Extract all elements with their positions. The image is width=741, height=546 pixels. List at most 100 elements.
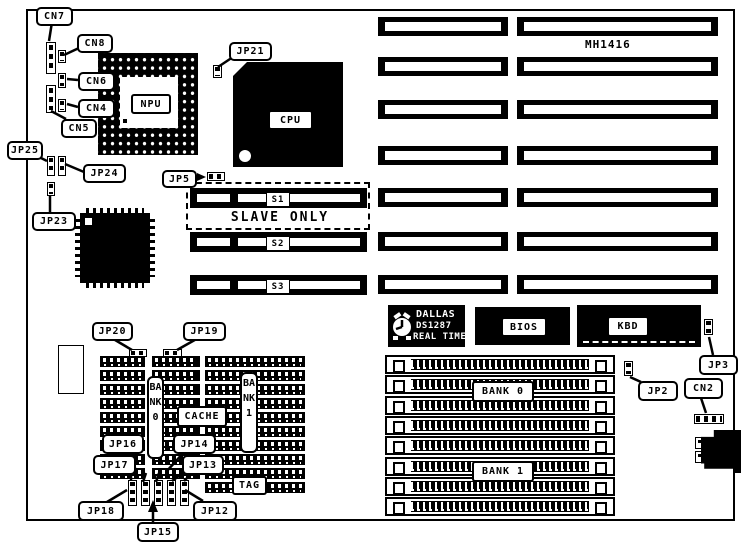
simm-slot xyxy=(385,436,615,455)
slot-s2-label: S2 xyxy=(266,236,290,251)
dip-chip xyxy=(152,468,200,479)
jumper-jp19 xyxy=(163,349,182,357)
dip-chip xyxy=(100,398,145,409)
label-jp16: JP16 xyxy=(102,434,144,454)
jumper-jp24 xyxy=(58,156,66,176)
jumper-jp17-target xyxy=(141,480,150,506)
dallas-clock-icon xyxy=(393,312,411,340)
expansion-slot xyxy=(517,232,718,251)
dip-chip xyxy=(100,412,145,423)
dip-chip xyxy=(205,454,305,465)
label-jp3: JP3 xyxy=(699,355,738,375)
expansion-slot xyxy=(517,275,718,294)
tag-label: TAG xyxy=(232,476,267,495)
dip-chip xyxy=(100,370,145,381)
kbd-label: KBD xyxy=(607,316,649,337)
jumper-jp20 xyxy=(129,349,147,357)
simm-slot xyxy=(385,355,615,374)
board-model-text: MH1416 xyxy=(585,38,631,51)
jumper-jp21 xyxy=(213,65,222,78)
connector-cn6 xyxy=(58,73,66,88)
expansion-slot xyxy=(378,275,508,294)
jumper-jp15-target xyxy=(154,480,163,506)
label-jp19: JP19 xyxy=(183,322,226,341)
label-jp14: JP14 xyxy=(173,434,216,454)
jumper-jp3 xyxy=(704,319,713,335)
expansion-slot xyxy=(378,17,508,36)
label-cn7: CN7 xyxy=(36,7,73,26)
simm-slot xyxy=(385,416,615,435)
dip-chip xyxy=(205,356,305,367)
label-jp21: JP21 xyxy=(229,42,272,61)
dip-chip xyxy=(152,398,200,409)
connector-cn8 xyxy=(58,50,66,63)
label-jp24: JP24 xyxy=(83,164,126,183)
slave-only-dashed-box xyxy=(186,182,370,230)
cache-label: CACHE xyxy=(177,406,227,427)
jumper-jp5 xyxy=(207,172,225,181)
dip-chip xyxy=(152,356,200,367)
label-jp13: JP13 xyxy=(182,455,224,475)
expansion-slot xyxy=(517,146,718,165)
dip-chip xyxy=(152,370,200,381)
label-jp17: JP17 xyxy=(93,455,136,475)
label-jp12: JP12 xyxy=(193,501,237,521)
label-jp5: JP5 xyxy=(162,170,197,188)
board-outline xyxy=(26,9,735,521)
expansion-slot xyxy=(378,100,508,119)
jumper-jp13-target xyxy=(167,480,176,506)
connector-cn2 xyxy=(694,414,724,424)
qfp-pin1-dot xyxy=(85,218,92,225)
expansion-slot xyxy=(517,100,718,119)
label-jp23: JP23 xyxy=(32,212,76,231)
expansion-slot xyxy=(517,188,718,207)
slot-s3-label: S3 xyxy=(266,279,290,294)
bios-label: BIOS xyxy=(501,317,547,337)
rtc-part-text: DS1287 xyxy=(416,321,452,331)
cpu-label: CPU xyxy=(268,110,313,130)
label-cn4: CN4 xyxy=(78,99,115,118)
connector-cn7 xyxy=(46,42,56,74)
label-jp25: JP25 xyxy=(7,141,43,160)
jumper-jp2 xyxy=(624,361,633,376)
label-jp18: JP18 xyxy=(78,501,124,521)
bank1-label: BANK 1 xyxy=(472,461,534,482)
jumper-jp25 xyxy=(47,156,55,176)
simm-slot xyxy=(385,497,615,516)
qfp-pins-right xyxy=(150,219,155,277)
expansion-slot xyxy=(378,57,508,76)
label-jp2: JP2 xyxy=(638,381,678,401)
dip-chip xyxy=(100,384,145,395)
npu-label: NPU xyxy=(131,94,171,114)
slot-s1-label: S1 xyxy=(266,192,290,207)
dip-chip xyxy=(152,412,200,423)
dip-chip xyxy=(100,426,145,437)
expansion-slot xyxy=(378,232,508,251)
jumper-jp18-target xyxy=(128,480,137,506)
jumper-jp23 xyxy=(47,182,55,196)
keyboard-din-connector xyxy=(701,430,741,473)
qfp-pins-left xyxy=(75,219,80,277)
bank1-vertical-label: BANK1 xyxy=(240,372,258,453)
dip-chip xyxy=(152,426,200,437)
expansion-slot xyxy=(517,57,718,76)
cpu-pin1-dot xyxy=(239,150,251,162)
label-cn8: CN8 xyxy=(77,34,113,53)
label-jp20: JP20 xyxy=(92,322,133,341)
dip-chip xyxy=(205,468,305,479)
slave-only-note: SLAVE ONLY xyxy=(230,210,330,225)
label-cn2: CN2 xyxy=(684,378,723,399)
expansion-slot xyxy=(517,17,718,36)
label-cn6: CN6 xyxy=(78,72,115,91)
qfp-pins-top xyxy=(86,208,144,213)
label-jp15: JP15 xyxy=(137,522,179,542)
dip-chip xyxy=(152,384,200,395)
label-cn5: CN5 xyxy=(61,119,97,138)
qfp-pins-bottom xyxy=(86,283,144,288)
rtc-brand-text: DALLAS xyxy=(416,309,456,320)
dip-chip xyxy=(100,356,145,367)
rtc-type-text: REAL TIME xyxy=(413,332,467,342)
expansion-slot xyxy=(378,188,508,207)
bank0-vertical-label: BANK0 xyxy=(147,376,164,459)
